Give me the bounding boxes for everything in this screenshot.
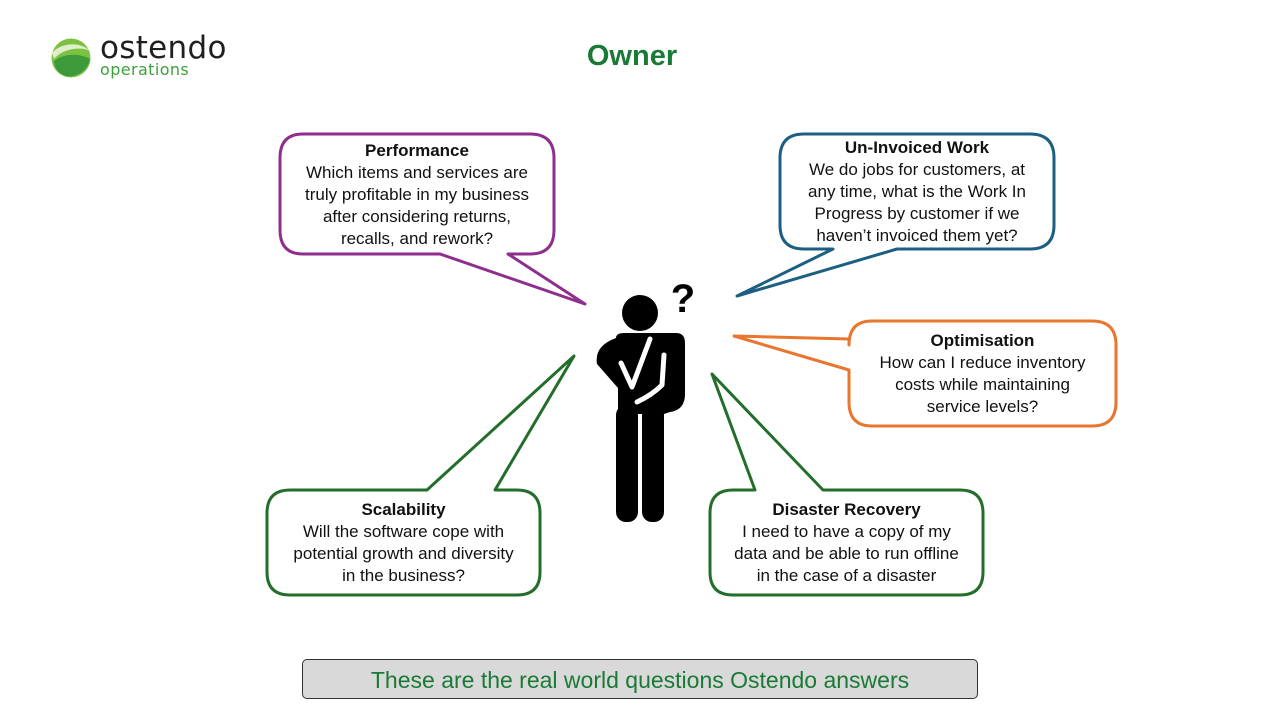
uninvoiced-line: haven’t invoiced them yet?: [816, 226, 1018, 245]
uninvoiced-title: Un-Invoiced Work: [844, 138, 990, 157]
scalability-bubble: [265, 354, 576, 597]
disaster-line: data and be able to run offline: [734, 544, 959, 563]
person-arm-detail: [618, 336, 667, 405]
optimisation-line: How can I reduce inventory: [879, 353, 1086, 372]
disaster-line: in the case of a disaster: [756, 566, 937, 585]
optimisation-line: service levels?: [926, 397, 1039, 416]
ostendo-logo-icon: [51, 38, 91, 78]
scalability-line: potential growth and diversity: [293, 544, 514, 563]
performance-line: after considering returns,: [322, 207, 512, 226]
scalability-line: in the business?: [342, 566, 465, 585]
logo-wordmark: ostendo: [100, 30, 227, 66]
performance-title: Performance: [365, 141, 469, 160]
disaster-title: Disaster Recovery: [772, 500, 921, 519]
performance-text: Performance Which items and services are…: [282, 140, 552, 250]
footer-banner: These are the real world questions Osten…: [302, 659, 978, 699]
disaster-text: Disaster Recovery I need to have a copy …: [712, 499, 981, 587]
scalability-text: Scalability Will the software cope with …: [269, 499, 538, 587]
performance-line: truly profitable in my business: [305, 185, 529, 204]
performance-line: recalls, and rework?: [340, 229, 494, 248]
optimisation-line: costs while maintaining: [895, 375, 1070, 394]
uninvoiced-line: We do jobs for customers, at: [808, 160, 1026, 179]
scalability-title: Scalability: [361, 500, 446, 519]
uninvoiced-line: any time, what is the Work In: [808, 182, 1026, 201]
uninvoiced-bubble: [735, 132, 1056, 298]
page-title: Owner: [586, 40, 678, 72]
performance-bubble: [278, 132, 587, 306]
performance-line: Which items and services are: [305, 163, 529, 182]
disaster-line: I need to have a copy of my: [742, 522, 951, 541]
question-mark-icon: ?: [671, 277, 695, 321]
logo-subtitle: operations: [100, 60, 190, 79]
optimisation-text: Optimisation How can I reduce inventory …: [851, 330, 1114, 418]
uninvoiced-line: Progress by customer if we: [814, 204, 1020, 223]
optimisation-title: Optimisation: [930, 331, 1035, 350]
disaster-bubble: [708, 372, 985, 597]
optimisation-bubble: [732, 319, 1118, 428]
thinking-person-icon: [596, 295, 685, 522]
uninvoiced-text: Un-Invoiced Work We do jobs for customer…: [782, 137, 1052, 247]
scalability-line: Will the software cope with: [302, 522, 505, 541]
